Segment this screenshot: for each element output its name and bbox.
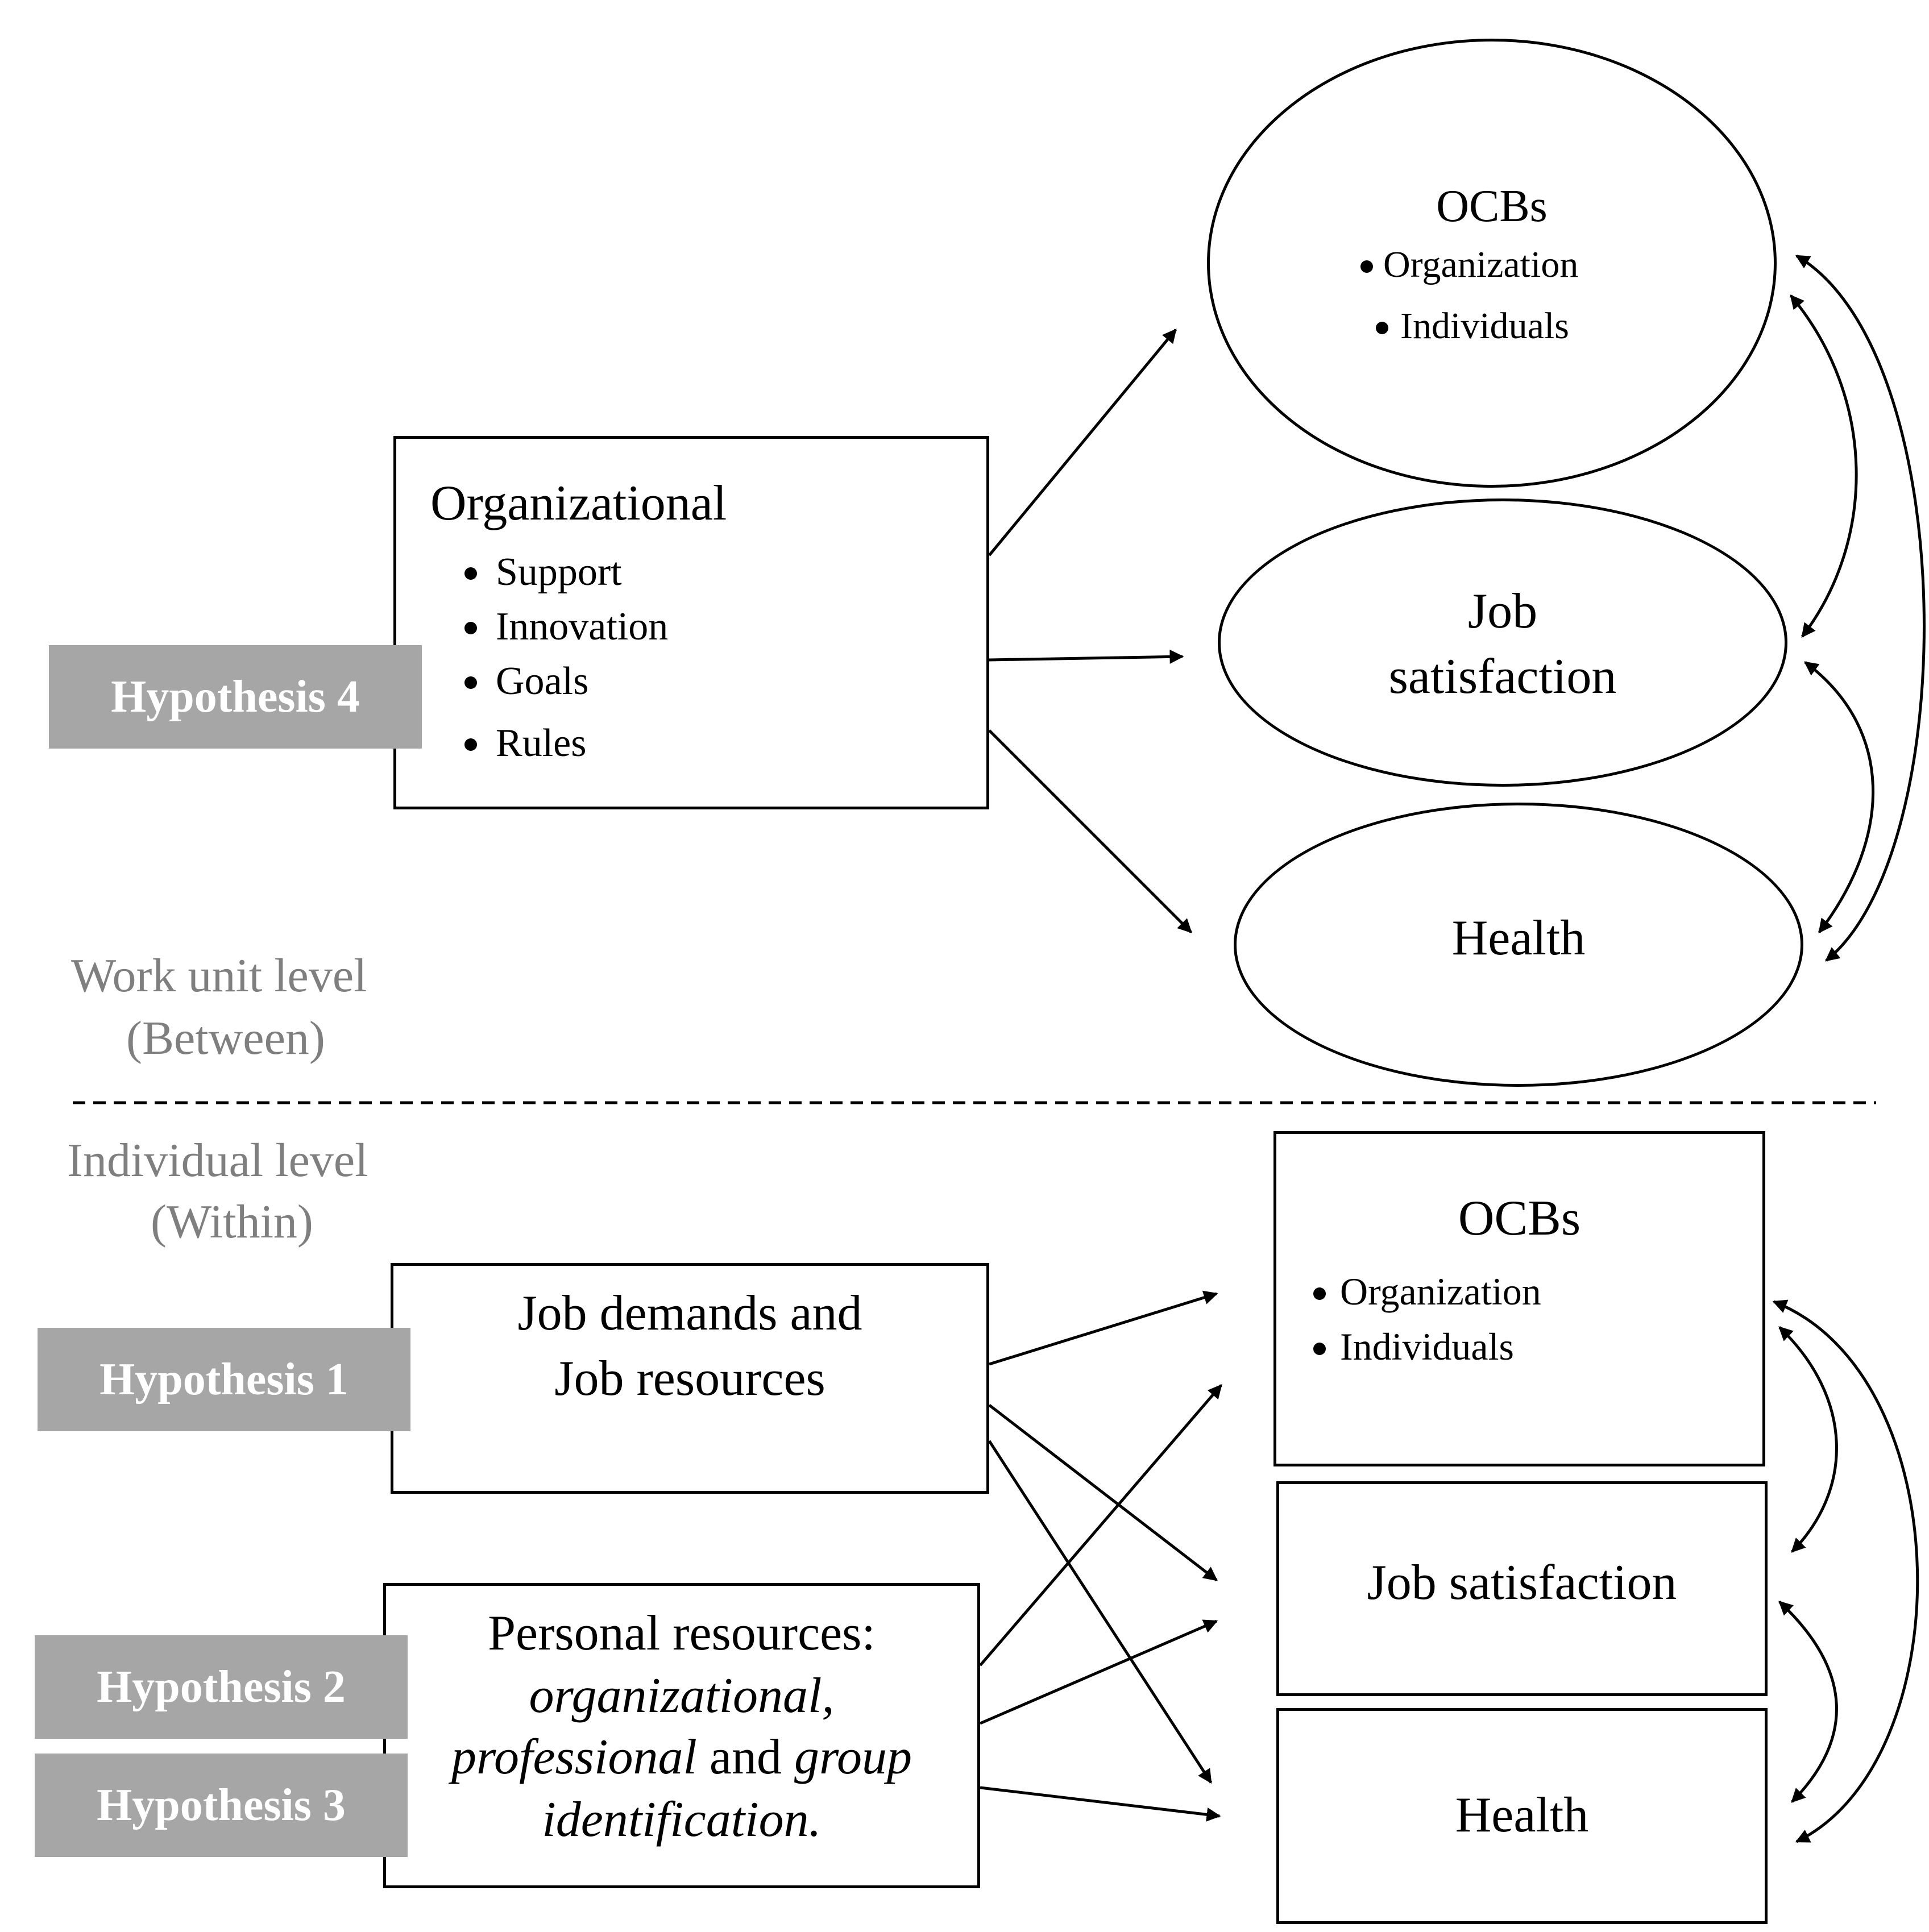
organizational-item-innovation: Innovation <box>496 605 669 649</box>
arrow-job-demands-to-job-satisfaction <box>988 1404 1218 1581</box>
ocbs-between-title: OCBs <box>1436 181 1548 231</box>
bullet <box>1313 1343 1326 1355</box>
health-within-label: Health <box>1455 1788 1589 1843</box>
bullet <box>1313 1287 1326 1300</box>
arrow-job-demands-to-health <box>988 1440 1213 1784</box>
ocbs-within-item-organization: Organization <box>1340 1270 1541 1313</box>
personal-resources-group: group <box>794 1730 912 1785</box>
personal-resources-and: and <box>696 1730 794 1785</box>
job-satisfaction-between-line1: Job <box>1467 584 1538 639</box>
level-label-between-line1: Work unit level <box>71 949 367 1002</box>
arrow-organizational-to-ocbs <box>988 329 1177 556</box>
bullet <box>464 676 477 689</box>
arrow-personal-resources-to-job-satisfaction <box>980 1619 1218 1725</box>
bullet <box>464 738 477 751</box>
health-within-box: Health <box>1276 1708 1768 1924</box>
ocbs-between-item-individuals: Individuals <box>1400 305 1569 347</box>
job-satisfaction-between-line2: satisfaction <box>1388 649 1617 704</box>
job-demands-resources-box: Job demands and Job resources <box>391 1263 989 1494</box>
arrow-job-demands-to-ocbs <box>989 1290 1218 1366</box>
job-satisfaction-between-ellipse: Job satisfaction <box>1218 498 1787 787</box>
level-label-within-line1: Individual level <box>67 1134 368 1187</box>
ocbs-within-title: OCBs <box>1458 1191 1581 1246</box>
bullet <box>464 567 477 580</box>
ocbs-within-item-individuals: Individuals <box>1340 1325 1514 1368</box>
organizational-title: Organizational <box>430 476 727 531</box>
organizational-item-rules: Rules <box>496 721 587 765</box>
personal-resources-line3: professional and group <box>386 1732 977 1783</box>
health-between-ellipse: Health <box>1234 803 1803 1087</box>
hypothesis-2-tag: Hypothesis 2 <box>35 1635 408 1739</box>
arrow-personal-resources-to-ocbs <box>979 1384 1222 1667</box>
organizational-box: Organizational Support Innovation Goals … <box>393 436 989 809</box>
organizational-item-support: Support <box>496 550 622 594</box>
arrow-organizational-to-job-satisfaction <box>989 649 1184 664</box>
correlation-ocbs-health <box>1795 254 1926 962</box>
ocbs-between-item-organization: Organization <box>1383 244 1579 285</box>
arrow-personal-resources-to-health <box>980 1786 1221 1822</box>
personal-resources-line1: Personal resources: <box>488 1606 876 1661</box>
correlation-individual-ocbs-job-satisfaction <box>1778 1326 1838 1553</box>
organizational-item-goals: Goals <box>496 659 589 703</box>
personal-resources-box: Personal resources: organizational, prof… <box>383 1583 980 1888</box>
correlation-individual-job-satisfaction-health <box>1778 1601 1838 1803</box>
level-label-within-line2: (Within) <box>151 1195 313 1248</box>
health-between-label: Health <box>1451 911 1586 966</box>
personal-resources-line2: organizational, <box>529 1668 835 1723</box>
personal-resources-line4: identification. <box>542 1792 822 1847</box>
personal-resources-professional: professional <box>451 1730 697 1785</box>
ocbs-within-box: OCBs Organization Individuals <box>1273 1131 1765 1466</box>
bullet <box>1360 260 1373 273</box>
correlation-job-satisfaction-health <box>1803 660 1875 933</box>
correlation-ocbs-job-satisfaction <box>1790 294 1858 638</box>
job-satisfaction-within-box: Job satisfaction <box>1276 1481 1768 1696</box>
ocbs-between-ellipse: OCBs Organization Individuals <box>1207 39 1777 488</box>
job-demands-line1: Job demands and <box>517 1286 862 1341</box>
correlation-individual-ocbs-health <box>1772 1299 1919 1843</box>
job-satisfaction-within-label: Job satisfaction <box>1367 1555 1677 1610</box>
arrow-organizational-to-health <box>988 729 1192 933</box>
hypothesis-4-tag: Hypothesis 4 <box>49 645 422 749</box>
level-label-between-line2: (Between) <box>126 1012 325 1065</box>
bullet <box>464 622 477 634</box>
job-demands-line2: Job resources <box>554 1351 825 1406</box>
hypothesis-1-tag: Hypothesis 1 <box>38 1328 410 1431</box>
hypothesis-3-tag: Hypothesis 3 <box>35 1754 408 1857</box>
bullet <box>1376 322 1388 334</box>
